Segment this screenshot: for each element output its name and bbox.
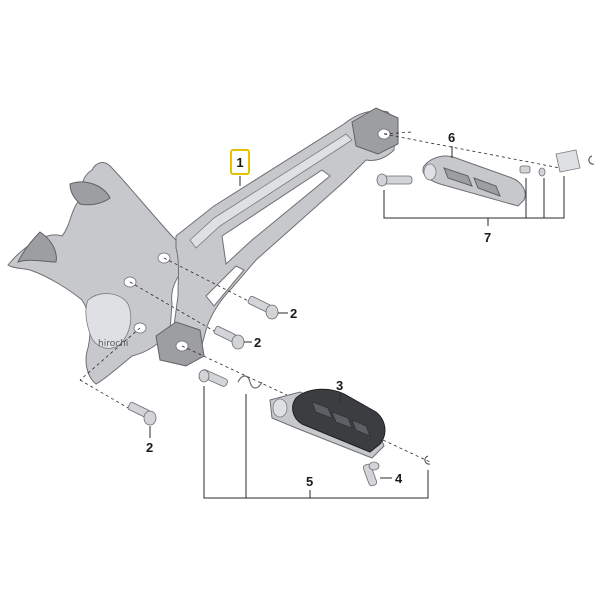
footpeg-lower (269, 388, 386, 459)
callout-2-upper: 2 (290, 306, 297, 321)
callout-7: 7 (484, 230, 491, 245)
axis-top-short (383, 131, 413, 135)
footpeg-lower-rib-3 (351, 419, 371, 437)
axis-top-pin (383, 133, 561, 169)
lower-boss (85, 293, 132, 349)
bolt-middle-head (231, 334, 245, 350)
footpeg-upper-groove-1 (443, 167, 473, 187)
callout-1-highlight-box (230, 149, 250, 175)
axis-lower-pin (181, 345, 431, 463)
spring-lower (237, 375, 263, 389)
pin-lower-head (198, 369, 210, 383)
spring-plate (555, 149, 581, 173)
axis-bolt-upper (163, 257, 263, 309)
callout-4: 4 (395, 471, 403, 486)
heel-plate-upper-shadow (69, 181, 111, 206)
footpeg-upper-body (422, 155, 526, 207)
footpeg-upper-groove-2 (473, 177, 501, 197)
axis-bolt-middle (129, 281, 227, 339)
callout-2-middle: 2 (254, 335, 261, 350)
pin-upper-group (376, 173, 413, 187)
axis-bolt-lower-left (79, 327, 141, 381)
bolt-middle (213, 325, 245, 350)
callout-1: 1 (230, 149, 250, 175)
bolt-lower-head (143, 410, 157, 426)
callout-6: 6 (448, 130, 455, 145)
washer (538, 167, 546, 177)
leader-lines (149, 146, 565, 499)
footpeg-lower-pivot (272, 398, 288, 418)
arm-ridge (189, 133, 353, 249)
split-pin (362, 461, 380, 487)
footpeg-upper-pivot (423, 163, 437, 181)
top-mount-ear (351, 107, 399, 155)
bolt-upper-head (265, 304, 279, 320)
footpeg-upper (422, 155, 526, 207)
bolt-upper (247, 295, 279, 320)
footpeg-lower-rib-1 (311, 401, 333, 419)
pin-upper-head (376, 173, 388, 187)
heel-plate-shadow (17, 231, 57, 263)
spacer (519, 165, 531, 174)
bolt-lower (127, 401, 157, 426)
watermark: hirochi (98, 339, 128, 349)
callout-2-lower: 2 (146, 440, 153, 455)
arm-window-upper (221, 169, 331, 266)
leader-5-frame (203, 386, 429, 499)
circlip-upper (588, 155, 595, 165)
footrest-bracket (7, 107, 399, 385)
split-pin-head (368, 461, 380, 471)
leader-7-frame (383, 176, 565, 219)
split-pin-body (362, 463, 378, 487)
upper-hardware (519, 149, 595, 177)
assembly-lines (79, 131, 561, 463)
footpeg-lower-rib-2 (331, 411, 353, 429)
pin-lower-group (198, 369, 263, 389)
callout-3: 3 (336, 378, 343, 393)
arm-window-lower (205, 265, 245, 307)
callout-5: 5 (306, 474, 313, 489)
callout-1-label: 1 (236, 155, 243, 170)
circlip-lower (424, 455, 431, 465)
